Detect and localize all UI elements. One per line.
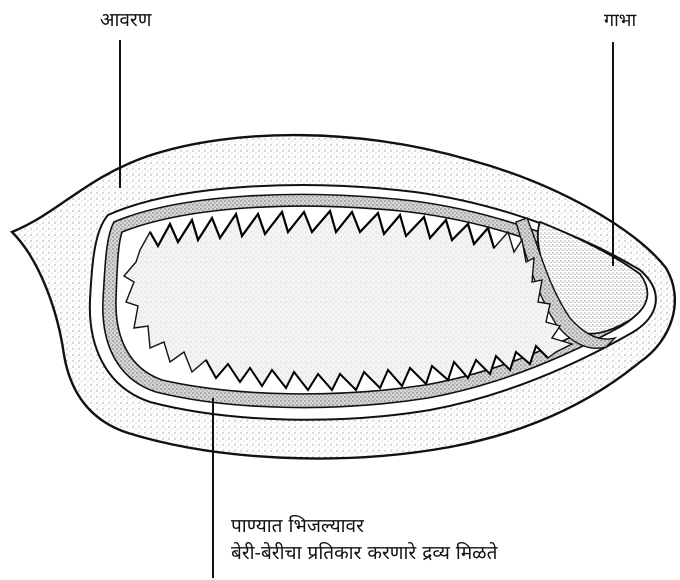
bran-caption-line-1: पाण्यात भिजल्यावर <box>231 513 497 540</box>
endosperm-core <box>124 211 572 390</box>
bran-caption-line-2: बेरी-बेरीचा प्रतिकार करणारे द्रव्य मिळते <box>231 540 497 567</box>
core-label: गाभा <box>604 8 636 32</box>
bran-caption: पाण्यात भिजल्यावर बेरी-बेरीचा प्रतिकार क… <box>231 513 497 567</box>
husk-label: आवरण <box>100 6 152 32</box>
